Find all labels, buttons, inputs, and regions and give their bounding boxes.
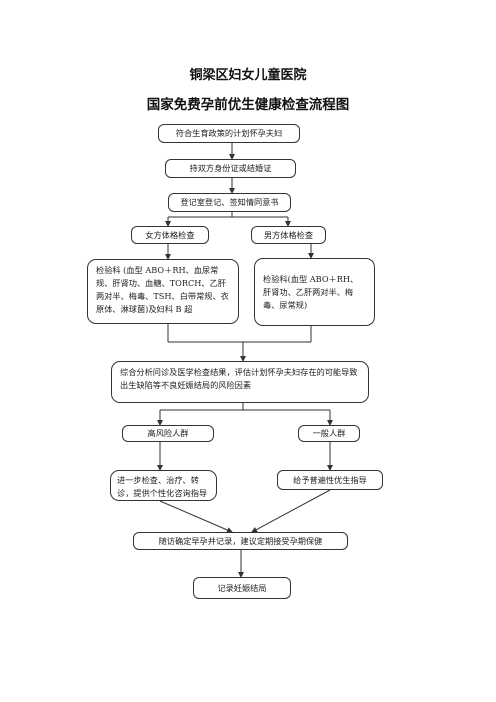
- general-box: 一般人群: [298, 425, 360, 442]
- high-risk-label: 高风险人群: [147, 428, 189, 438]
- female-exam-label: 女方体格检查: [145, 229, 195, 240]
- hospital-name: 铜梁区妇女儿童医院: [189, 68, 307, 83]
- assessment-text: 综合分析问诊及医学检查结果，评估计划怀孕夫妇存在的可能导致出生缺陷等不良妊娠结局…: [120, 367, 358, 390]
- step-id-label: 持双方身份证或结婚证: [189, 163, 272, 173]
- arrow-general-action-followup: [251, 489, 331, 533]
- high-risk-action-box: 进一步检查、治疗、转诊，提供个性化咨询指导: [110, 470, 217, 501]
- male-exam-box: 男方体格检查: [251, 226, 326, 244]
- step-id-documents: 持双方身份证或结婚证: [165, 159, 296, 178]
- step-couple: 符合生育政策的计划怀孕夫妇: [158, 124, 300, 143]
- female-lab-box: 检验科 (血型 ABO＋RH、血尿常规、肝肾功、血糖、TORCH、乙肝两对半、梅…: [87, 259, 239, 324]
- general-action-label: 给予普遍性优生指导: [293, 474, 367, 485]
- followup-box: 随访确定早孕并记录，建议定期接受孕期保健: [133, 532, 348, 550]
- followup-label: 随访确定早孕并记录，建议定期接受孕期保健: [158, 535, 323, 546]
- outcome-box: 记录妊娠结局: [193, 577, 291, 599]
- step-couple-label: 符合生育政策的计划怀孕夫妇: [175, 128, 283, 138]
- arrow-high-action-followup: [159, 500, 233, 533]
- male-lab-text: 检验科(血型 ABO＋RH、肝肾功、乙肝两对半、梅毒、尿常规): [263, 273, 359, 310]
- outcome-label: 记录妊娠结局: [217, 582, 267, 593]
- high-risk-action-text: 进一步检查、治疗、转诊，提供个性化咨询指导: [117, 475, 208, 498]
- step-registration: 登记室登记、签知情同意书: [168, 193, 291, 212]
- female-lab-text: 检验科 (血型 ABO＋RH、血尿常规、肝肾功、血糖、TORCH、乙肝两对半、梅…: [96, 265, 229, 314]
- male-exam-label: 男方体格检查: [263, 229, 314, 240]
- female-exam-box: 女方体格检查: [131, 226, 209, 244]
- assessment-box: 综合分析问诊及医学检查结果，评估计划怀孕夫妇存在的可能导致出生缺陷等不良妊娠结局…: [111, 361, 369, 403]
- step-registration-label: 登记室登记、签知情同意书: [180, 197, 279, 207]
- flowchart-title: 国家免费孕前优生健康检查流程图: [146, 97, 350, 113]
- male-lab-box: 检验科(血型 ABO＋RH、肝肾功、乙肝两对半、梅毒、尿常规): [254, 258, 375, 326]
- high-risk-box: 高风险人群: [122, 425, 214, 442]
- general-action-box: 给予普遍性优生指导: [277, 470, 383, 490]
- general-label: 一般人群: [312, 428, 346, 438]
